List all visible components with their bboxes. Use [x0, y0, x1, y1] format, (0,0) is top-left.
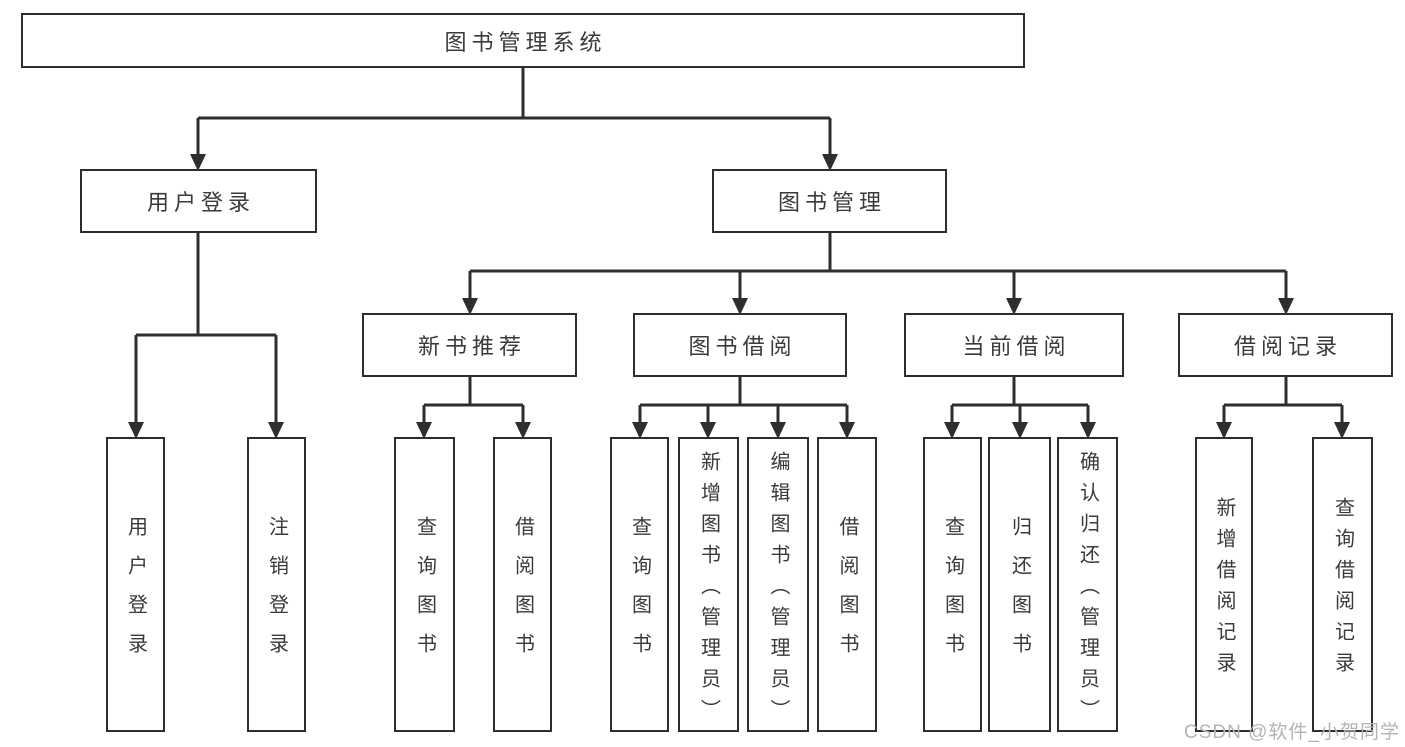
- node-label: 查询图书: [628, 516, 651, 672]
- node-label: 新增借阅记录: [1213, 497, 1235, 683]
- node-label: 新增图书（管理员）: [697, 450, 720, 730]
- node-label: 归还图书: [1008, 516, 1031, 672]
- node-label: 借阅图书: [836, 516, 858, 672]
- connector-record-to-leaves: [1216, 377, 1350, 439]
- csdn-watermark: CSDN @软件_小贺同学: [1184, 722, 1400, 743]
- node-user-login-leaf: 用户登录: [106, 437, 165, 732]
- node-book-borrowing: 图书借阅: [633, 313, 847, 377]
- node-label: 图书借阅: [688, 334, 797, 359]
- node-label: 用户登录: [124, 516, 147, 672]
- connector-borrowing-to-leaves: [632, 377, 855, 439]
- node-label: 借阅图书: [511, 516, 534, 672]
- node-label: 新书推荐: [417, 334, 526, 359]
- node-borrow-books: 借阅图书: [817, 437, 877, 732]
- connector-root-to-level2: [190, 68, 838, 171]
- node-label: 图书管理系统: [444, 29, 607, 55]
- node-label: 用户登录: [146, 190, 255, 215]
- node-label: 注销登录: [265, 516, 288, 672]
- node-logout: 注销登录: [247, 437, 306, 732]
- node-book-management: 图书管理: [712, 169, 947, 233]
- node-borrow-books-recommend: 借阅图书: [493, 437, 552, 732]
- node-label: 查询图书: [413, 516, 436, 672]
- node-confirm-return-admin: 确认归还（管理员）: [1057, 437, 1118, 732]
- node-label: 当前借阅: [962, 334, 1071, 359]
- connector-new-book-to-leaves: [416, 377, 531, 439]
- node-add-books-admin: 新增图书（管理员）: [678, 437, 739, 732]
- node-label: 借阅记录: [1233, 334, 1342, 359]
- node-new-book-recommend: 新书推荐: [362, 313, 577, 377]
- node-current-borrowing: 当前借阅: [904, 313, 1124, 377]
- node-query-books-borrowing: 查询图书: [610, 437, 669, 732]
- node-query-borrow-record: 查询借阅记录: [1312, 437, 1373, 732]
- node-label: 编辑图书（管理员）: [767, 450, 789, 730]
- node-label: 图书管理: [777, 190, 886, 215]
- node-user-login: 用户登录: [80, 169, 317, 233]
- connector-user-login-to-leaves: [128, 233, 284, 439]
- node-return-books: 归还图书: [988, 437, 1051, 732]
- node-label: 确认归还（管理员）: [1076, 450, 1099, 730]
- node-label: 查询借阅记录: [1331, 497, 1354, 683]
- node-query-books-recommend: 查询图书: [394, 437, 455, 732]
- connector-book-mgmt-to-level3: [462, 233, 1294, 315]
- node-borrowing-records: 借阅记录: [1178, 313, 1393, 377]
- connector-current-to-leaves: [944, 377, 1096, 439]
- node-library-management-system: 图书管理系统: [21, 13, 1025, 68]
- node-label: 查询图书: [941, 516, 964, 672]
- node-query-books-current: 查询图书: [923, 437, 982, 732]
- node-edit-books-admin: 编辑图书（管理员）: [747, 437, 809, 732]
- node-add-borrow-record: 新增借阅记录: [1195, 437, 1253, 732]
